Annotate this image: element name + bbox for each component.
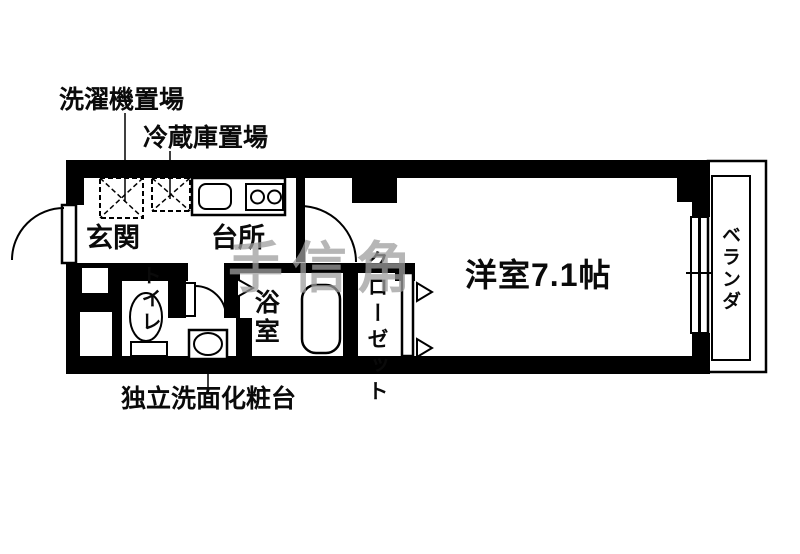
wall-pockets: [80, 268, 112, 356]
wall-corner-block: [677, 178, 710, 202]
refrigerator-cross-2: [151, 177, 191, 212]
balcony-inner: [711, 175, 751, 361]
refrigerator-outline: [151, 177, 191, 212]
label-kitchen: 台所: [211, 223, 265, 253]
balcony-outline: [706, 159, 768, 374]
wall-bath-closet-divider: [343, 273, 358, 356]
closet-door-arrow-top-icon: [416, 281, 434, 303]
label-refrigerator: 冷蔵庫置場: [143, 124, 269, 152]
wall-top: [66, 160, 710, 178]
washroom-door: [184, 282, 227, 318]
room-door-arc: [299, 205, 357, 263]
closet-door-arrow-bottom-icon: [416, 337, 434, 359]
pipe-space-upper: [82, 268, 108, 293]
pipe-space-lower: [80, 312, 112, 356]
washroom-door-leaf: [184, 282, 196, 317]
washing-machine-cross-2: [99, 177, 144, 219]
label-closet: クローゼット: [365, 250, 389, 406]
toilet-tank-icon: [130, 341, 168, 357]
entrance-door-leaf: [60, 203, 78, 265]
label-balcony: ベランダ: [718, 225, 740, 313]
entrance-door: [11, 203, 78, 265]
wall-right-lower: [692, 333, 710, 356]
washing-machine-cross-1: [99, 177, 144, 219]
wall-bottom: [66, 356, 710, 374]
bathtub-icon: [300, 283, 342, 355]
label-entrance: 玄関: [86, 223, 140, 253]
wall-south-band: [224, 263, 410, 273]
closet-door: [400, 271, 434, 359]
wall-door-pier: [296, 178, 305, 262]
walls: [66, 160, 710, 374]
washroom-door-arc: [194, 285, 227, 318]
label-bathroom: 浴室: [251, 289, 280, 347]
balcony-outer: [706, 159, 768, 374]
wall-bath-left-lower: [236, 318, 252, 356]
bathroom-door-arrow-icon: [236, 277, 256, 299]
sink-icon: [198, 183, 232, 210]
toilet-fixture: [129, 292, 168, 357]
washing-machine-box: [99, 177, 144, 219]
entrance-door-arc: [11, 207, 65, 261]
closet-door-panel: [400, 271, 415, 358]
stove-burner-left: [250, 189, 265, 205]
refrigerator-box: [151, 177, 191, 212]
label-washing-machine: 洗濯機置場: [59, 86, 185, 114]
wall-top-notch: [352, 178, 397, 203]
washbasin-bowl-icon: [193, 332, 223, 356]
label-vanity: 独立洗面化粧台: [121, 385, 297, 413]
kitchen-counter: [190, 176, 287, 217]
wall-hall-divider: [84, 263, 188, 281]
washing-machine-outline: [99, 177, 144, 219]
label-toilet: トイレ: [138, 265, 160, 334]
washbasin-fixture: [187, 328, 229, 361]
stove-burner-right: [267, 189, 282, 205]
window-pane-left: [690, 216, 700, 334]
label-main-room: 洋室7.1帖: [465, 257, 612, 293]
wall-toilet-right: [168, 281, 186, 318]
wall-left-upper: [66, 178, 84, 205]
